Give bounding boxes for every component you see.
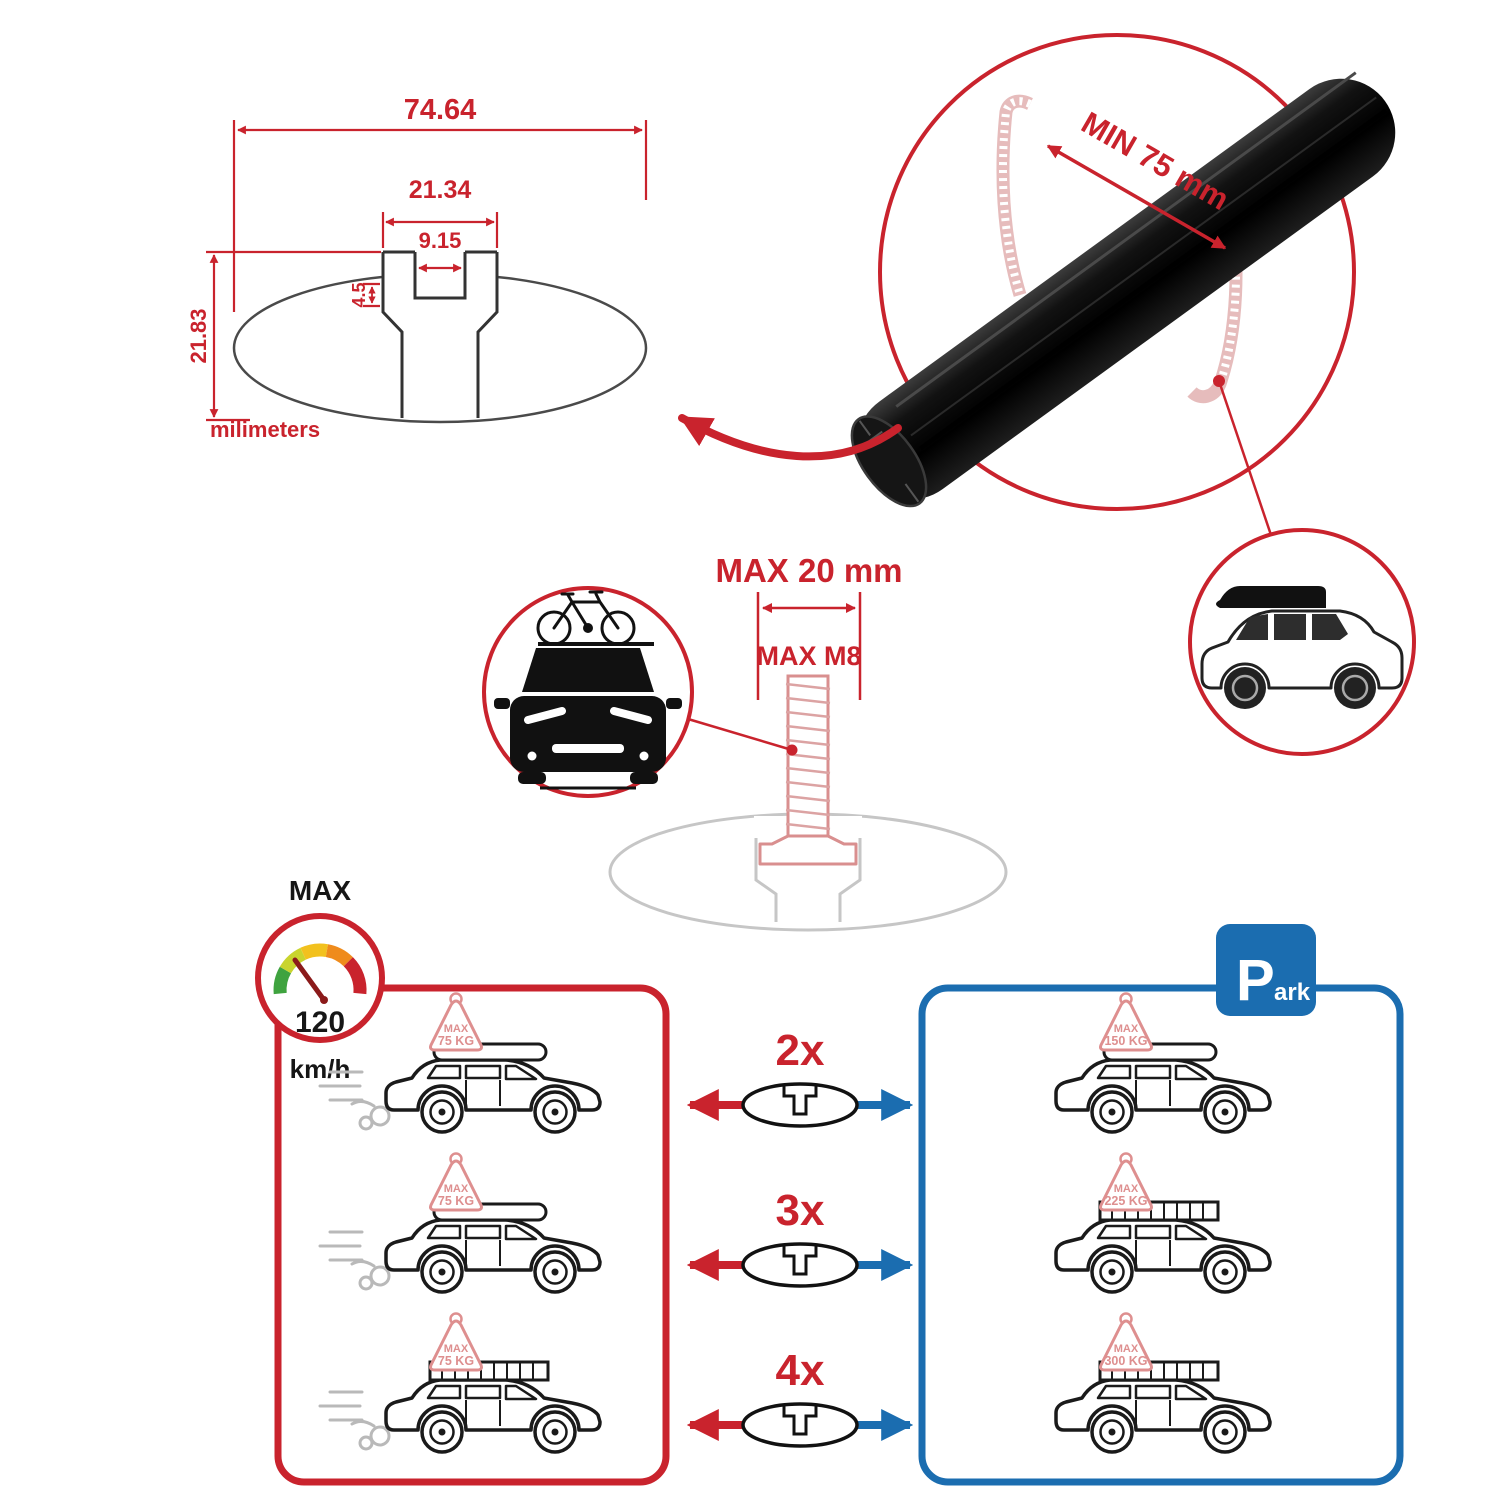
car-front-icon <box>494 642 682 790</box>
tag-label: MAX <box>444 1023 469 1035</box>
tag-value: 300 KG <box>1104 1354 1147 1368</box>
max-load-tag: MAX 75 KG <box>429 992 483 1052</box>
tag-label: MAX <box>1114 1023 1139 1035</box>
bike-car-circle <box>482 586 694 798</box>
gauge-needle <box>292 957 327 1003</box>
tag-label: MAX <box>1114 1343 1139 1355</box>
dimension-lines <box>206 120 648 422</box>
park-letter: P <box>1236 948 1275 1013</box>
tag-value: 75 KG <box>438 1034 474 1048</box>
tag-value: 225 KG <box>1104 1194 1147 1208</box>
dimension-drawing: 74.64 21.34 9.15 4.5 21.83 milimeters <box>186 94 648 442</box>
dim-total-height-label: 21.83 <box>186 308 211 363</box>
tag-label: MAX <box>444 1343 469 1355</box>
dim-total-width-label: 74.64 <box>404 94 477 126</box>
quantity-arrows: 2x 3x 4x <box>686 1026 914 1448</box>
dim-slot-width-label: 9.15 <box>419 228 462 253</box>
bolt-diagram: MAX 20 mm MAX M8 <box>608 552 1008 932</box>
park-sign: P ark <box>1216 924 1316 1016</box>
quantity-label-3x: 3x <box>776 1186 825 1235</box>
bolt-max-width-label: MAX 20 mm <box>715 552 902 589</box>
bolt-point-dot <box>786 744 798 756</box>
suv-connector-line <box>1217 380 1274 539</box>
crossbar-zoom-circle: MIN 75 mm <box>850 33 1396 511</box>
tag-value: 75 KG <box>438 1354 474 1368</box>
bolt-thread-label: MAX M8 <box>756 641 861 671</box>
min-span-arrow <box>1046 144 1227 250</box>
parked-cars-panel: MAX 150 KG MAX 225 KG MAX 300 KG <box>1054 992 1272 1454</box>
max-load-tag: MAX 300 KG <box>1099 1312 1153 1372</box>
max-load-tag: MAX 75 KG <box>429 1152 483 1212</box>
park-sign-plate <box>1216 924 1316 1016</box>
speed-unit: km/h <box>290 1054 351 1084</box>
speed-limit-gauge: MAX 120 km/h <box>255 875 385 1084</box>
roofbox-suv-circle <box>1188 528 1416 756</box>
max-load-tag: MAX 225 KG <box>1099 1152 1153 1212</box>
max-load-tag: MAX 150 KG <box>1099 992 1153 1052</box>
dim-block-width-label: 21.34 <box>409 176 472 204</box>
max-load-tag: MAX 75 KG <box>429 1312 483 1372</box>
t-bolt-icon <box>758 674 858 866</box>
zoom-pointer-arrow <box>678 414 902 461</box>
bolt-dimension-lines <box>756 592 862 700</box>
crossbar-section-icon <box>741 1242 859 1288</box>
quantity-label-2x: 2x <box>776 1026 825 1075</box>
dim-step-height-label: 4.5 <box>349 282 369 307</box>
tag-label: MAX <box>444 1183 469 1195</box>
suv-with-roofbox-icon <box>1200 586 1404 709</box>
t-slot-profile <box>381 250 499 418</box>
gauge-arc <box>273 943 367 995</box>
speed-max-label: MAX <box>289 875 352 906</box>
tag-label: MAX <box>1114 1183 1139 1195</box>
units-label: milimeters <box>210 417 320 442</box>
tag-value: 75 KG <box>438 1194 474 1208</box>
park-suffix: ark <box>1274 979 1311 1006</box>
speedometer-icon <box>255 913 385 1043</box>
tag-value: 150 KG <box>1104 1034 1147 1048</box>
crossbar-section-icon <box>741 1082 859 1128</box>
quantity-label-4x: 4x <box>776 1346 825 1395</box>
speed-value: 120 <box>295 1006 345 1039</box>
crossbar-section-icon <box>741 1402 859 1448</box>
bolt-connector-line <box>687 717 793 752</box>
gray-profile-block <box>754 838 862 922</box>
moving-cars-panel: MAX 75 KG MAX 75 KG MAX 75 KG <box>318 992 602 1454</box>
